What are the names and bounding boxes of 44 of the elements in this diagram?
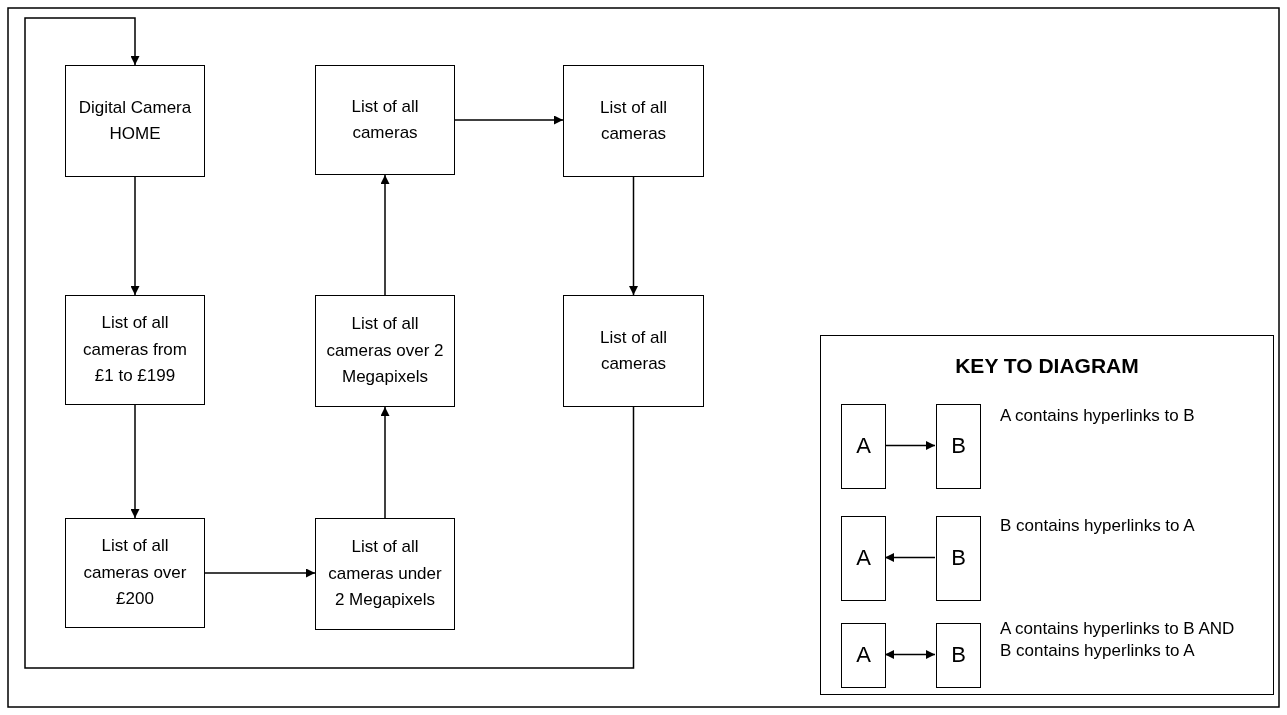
example-page-box (841, 404, 886, 489)
arrow (130, 404, 140, 519)
arrow (204, 568, 316, 578)
arrow (454, 115, 564, 125)
page-label: List of all cameras (598, 96, 669, 145)
arrow (380, 406, 390, 519)
page-label: List of all cameras (598, 326, 669, 375)
arrow (24, 17, 635, 669)
arrow (380, 174, 390, 296)
arrow (884, 441, 936, 450)
example-page-box (936, 404, 981, 489)
page-box (563, 295, 704, 407)
page-box (315, 295, 455, 407)
key-description: A contains hyperlinks to B AND B contains hyperlinks to A (1000, 618, 1236, 663)
page-label: List of all cameras over £200 (82, 535, 188, 611)
page-box (563, 65, 704, 177)
page-box (65, 65, 205, 177)
page-label: B (950, 544, 967, 573)
page-box (315, 65, 455, 175)
page-label: B (950, 641, 967, 670)
arrow (629, 176, 638, 296)
arrow (130, 176, 140, 296)
key-panel (820, 335, 1274, 695)
arrow (884, 553, 936, 562)
page-box (65, 295, 205, 405)
page-label: List of all cameras (350, 95, 420, 144)
page-label: A (855, 432, 872, 461)
page-label: A (855, 544, 872, 573)
key-description: B contains hyperlinks to A (1000, 515, 1196, 537)
page-label: Digital Camera HOME (77, 96, 193, 145)
page-label: List of all cameras over 2 Megapixels (325, 313, 445, 389)
page-label: B (950, 432, 967, 461)
example-page-box (936, 623, 981, 688)
page-box (65, 518, 205, 628)
example-page-box (841, 623, 886, 688)
arrow (884, 650, 936, 659)
example-page-box (936, 516, 981, 601)
key-description: A contains hyperlinks to B (1000, 405, 1196, 427)
key-title: KEY TO DIAGRAM (955, 354, 1139, 378)
page-box (315, 518, 455, 630)
example-page-box (841, 516, 886, 601)
page-label: List of all cameras from £1 to £199 (82, 312, 188, 388)
page-label: A (855, 641, 872, 670)
page-label: List of all cameras under 2 Megapixels (327, 536, 443, 612)
